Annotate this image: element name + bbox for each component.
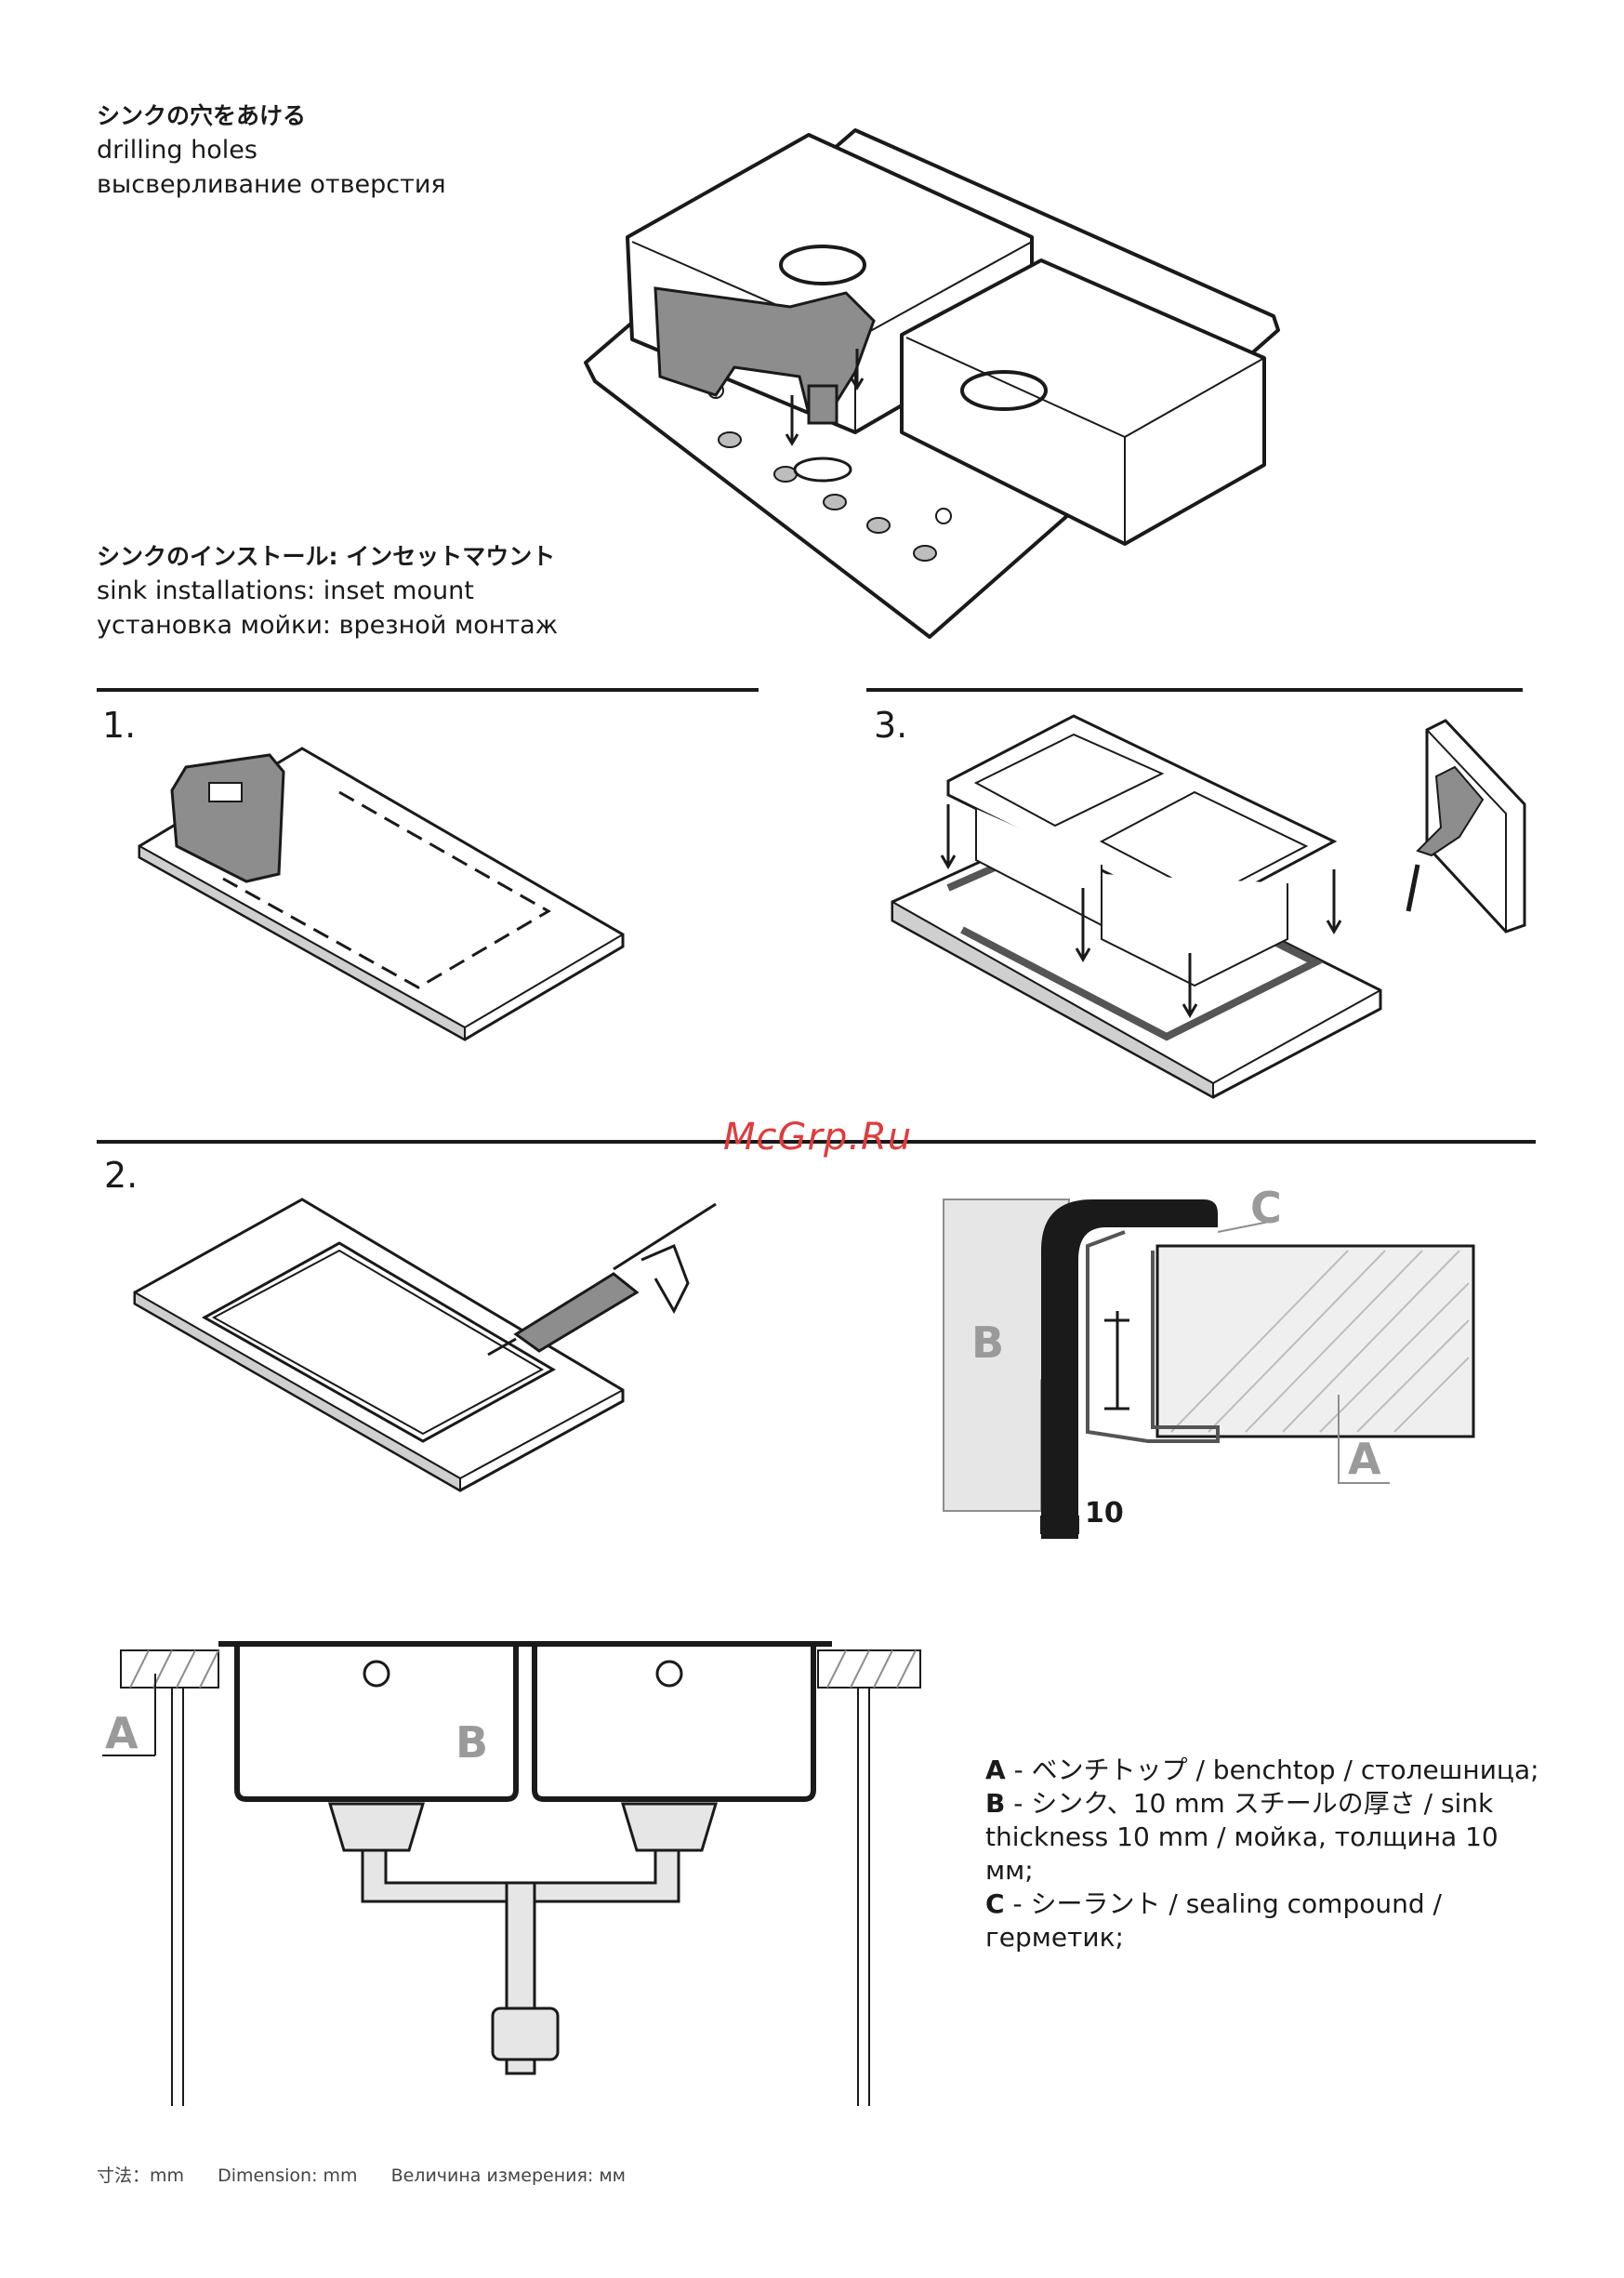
legend-item-c: C - シーラント / sealing compound / герметик; [985, 1887, 1543, 1954]
step-number-3: 3. [874, 705, 908, 746]
legend-key-a: A [985, 1755, 1006, 1785]
step-2-illustration [133, 1198, 717, 1492]
drilling-heading: シンクの穴をあける drilling holes высверливание о… [97, 99, 446, 202]
section-label-a: A [105, 1708, 139, 1758]
watermark: McGrp.Ru [723, 1116, 913, 1159]
drilling-title-ru: высверливание отверстия [97, 170, 446, 199]
footer-unit-ja: 寸法：mm [97, 2165, 185, 2186]
section-view: A B [102, 1641, 921, 2106]
installation-title-ja: シンクのインストール: インセットマウント [97, 543, 556, 570]
detail-dimension: 10 [1085, 1497, 1124, 1530]
detail-label-a: A [1348, 1434, 1381, 1484]
step-1-illustration [138, 747, 625, 1041]
legend-text-a: - ベンチトップ / benchtop / столешница; [1005, 1755, 1539, 1785]
section-label-b: B [456, 1717, 488, 1768]
drilling-title-ja: シンクの穴をあける [97, 102, 307, 129]
legend-item-a: A - ベンチトップ / benchtop / столешница; [985, 1754, 1543, 1787]
legend-key-c: C [985, 1888, 1005, 1919]
installation-title-en: sink installations: inset mount [97, 576, 474, 605]
installation-title-ru: установка мойки: врезной монтаж [97, 611, 559, 640]
rule-step-2 [97, 1140, 1536, 1144]
rule-step-1 [97, 688, 759, 692]
footer-unit-ru: Величина измерения: мм [390, 2165, 627, 2186]
rule-step-3 [866, 688, 1523, 692]
detail-label-b: B [971, 1318, 1004, 1368]
footer: 寸法：mm Dimension: mm Величина измерения: … [97, 2162, 654, 2187]
legend: A - ベンチトップ / benchtop / столешница; B - … [985, 1754, 1543, 1954]
drilling-title-en: drilling holes [97, 136, 257, 165]
installation-heading: シンクのインストール: インセットマウント sink installations… [97, 539, 558, 642]
detail-cross-section: C B A 10 [943, 1183, 1475, 1539]
legend-text-c: - シーラント / sealing compound / герметик; [985, 1888, 1442, 1953]
footer-unit-en: Dimension: mm [218, 2165, 358, 2186]
drilling-illustration [584, 128, 1280, 639]
legend-text-b: - シンク、10 mm スチールの厚さ / sink thickness 10 … [985, 1788, 1499, 1886]
step-number-1: 1. [102, 705, 137, 746]
legend-key-b: B [985, 1788, 1006, 1819]
step-number-2: 2. [104, 1155, 139, 1196]
legend-item-b: B - シンク、10 mm スチールの厚さ / sink thickness 1… [985, 1787, 1543, 1887]
detail-label-c: C [1250, 1183, 1282, 1233]
step-3-illustration [891, 714, 1526, 1099]
